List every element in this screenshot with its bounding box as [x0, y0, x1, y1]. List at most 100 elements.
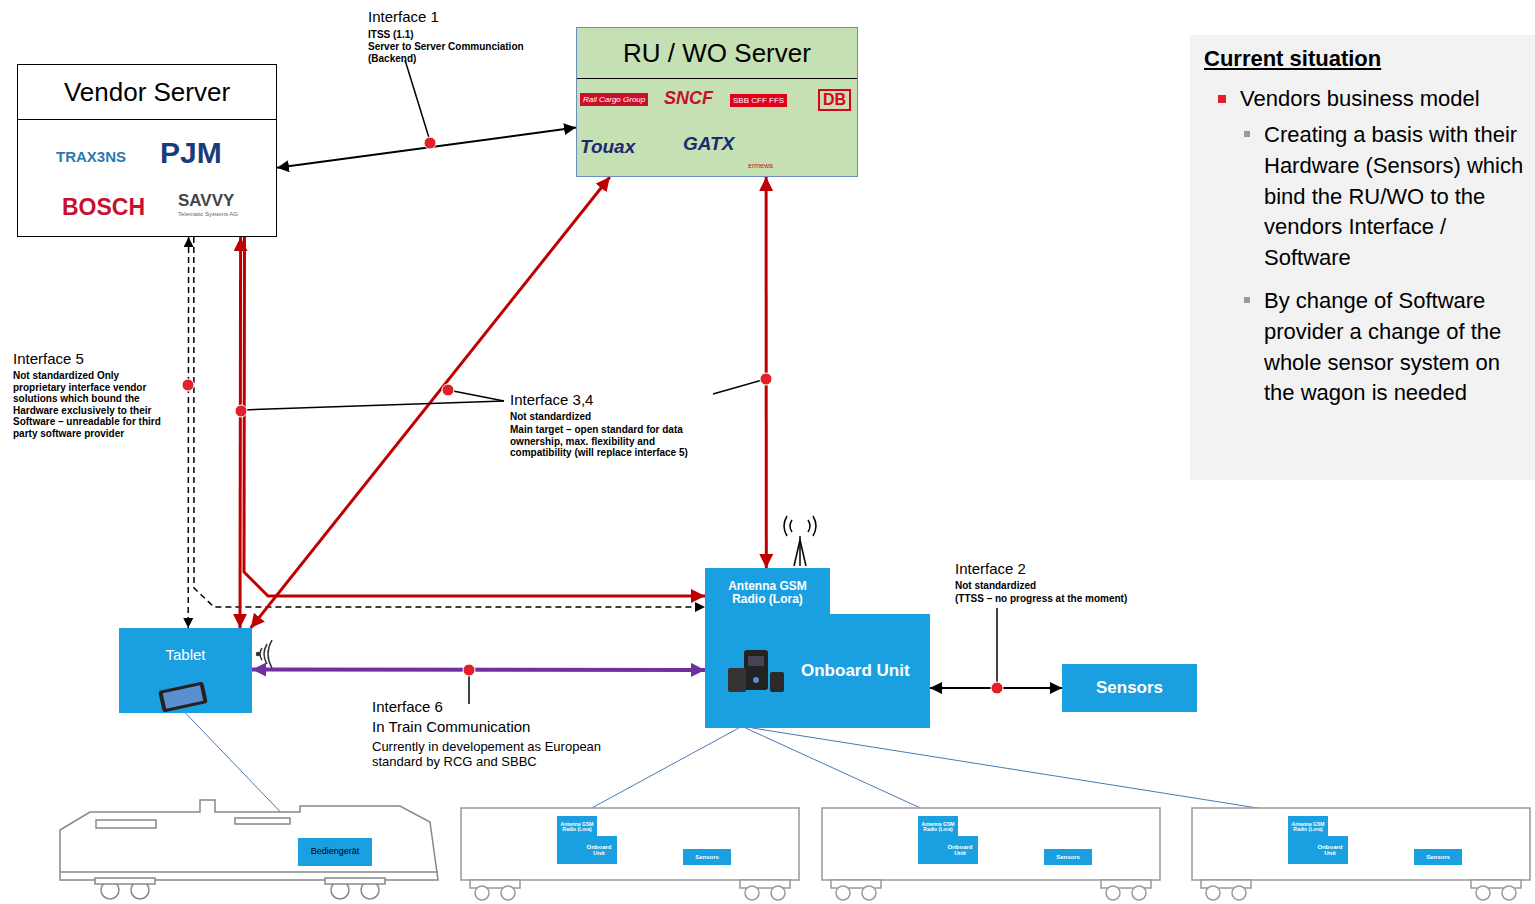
box-text: Sensors: [1415, 854, 1461, 860]
box-text: Onboard Unit: [583, 844, 615, 857]
interface-callout: Interface 3,4: [510, 391, 593, 408]
interface-connector: [577, 728, 739, 816]
interface-dot-part: [991, 682, 1003, 694]
wifi-icon-part: [257, 653, 260, 656]
component-box: Antenna GSM Radio (Lora): [557, 816, 597, 838]
interface-connector: [765, 177, 768, 568]
interface-connector: [239, 237, 243, 628]
company-logo: ermewa: [748, 162, 773, 170]
company-logo: DB: [818, 89, 851, 111]
box-text: Antenna GSM Radio (Lora): [919, 822, 957, 833]
wagon-part: [1132, 886, 1146, 900]
interface-connector: [746, 728, 939, 816]
wifi-icon-part: [260, 648, 262, 660]
antenna-icon-part: [799, 536, 801, 566]
box-text: Sensors: [684, 854, 730, 860]
wagon-part: [836, 886, 850, 900]
locomotive-part: [95, 878, 155, 884]
interface-callout: (TTSS – no progress at the moment): [955, 593, 1127, 605]
wifi-icon-part: [264, 644, 267, 664]
locomotive-part: [96, 820, 156, 828]
tablet-icon-part: [158, 681, 208, 712]
antenna-icon-part: [790, 520, 792, 532]
component-box: Sensors: [1044, 849, 1092, 865]
wagon-part: [1232, 886, 1246, 900]
component-box: Sensors: [1062, 664, 1197, 712]
box-text: Vendors business model: [1240, 85, 1529, 113]
company-logo: BOSCH: [62, 194, 145, 220]
leader-line-part: [468, 673, 470, 704]
box-text: Vendor Server: [18, 65, 276, 120]
interface-dot-part: [235, 405, 247, 417]
interface-dot-part: [760, 373, 772, 385]
interface-callout: Server to Server Communciation (Backend): [368, 41, 553, 64]
antenna-icon-part: [813, 516, 816, 536]
box-text: By change of Software provider a change …: [1264, 286, 1529, 409]
tablet-icon-part: [163, 685, 203, 709]
company-logo: PJM: [160, 136, 222, 171]
locomotive-part: [60, 800, 438, 880]
leader-line-part: [243, 401, 504, 410]
interface-connector: [252, 668, 705, 672]
interface-connector: [244, 237, 705, 596]
wagon-part: [771, 886, 785, 900]
box-text: Current situation: [1204, 45, 1529, 73]
antenna-icon: [784, 516, 816, 566]
wagon-part: [1476, 886, 1490, 900]
antenna-icon-part: [808, 520, 810, 532]
company-logo: SBB CFF FFS: [730, 94, 787, 107]
info-panel: Current situationVendors business modelC…: [1190, 35, 1535, 480]
interface-connector: [187, 237, 189, 628]
wagon-part: [822, 808, 1160, 880]
leader-line-part: [713, 379, 766, 394]
component-box: Onboard Unit: [557, 836, 617, 864]
bullet-square: [1244, 131, 1250, 137]
wagon-part: [501, 886, 515, 900]
bullet-row: Vendors business model: [1240, 85, 1529, 113]
box-text: Tablet: [123, 646, 248, 665]
interface-callout: In Train Communication: [372, 718, 530, 735]
bullet-row: By change of Software provider a change …: [1264, 286, 1529, 409]
leader-line-part: [448, 390, 504, 401]
device-icon: [728, 650, 784, 692]
device-icon-part: [728, 668, 746, 692]
company-logo: TRAX3NS: [56, 148, 126, 165]
tablet-icon: [158, 681, 208, 712]
company-logo: Telematic Systems AG: [178, 211, 238, 218]
wagon-part: [1502, 886, 1516, 900]
interface-connector: [194, 237, 705, 607]
antenna-icon-part: [784, 516, 787, 536]
company-logo: Touax: [580, 136, 635, 158]
box-text: Onboard Unit: [1314, 844, 1346, 857]
wagon: [461, 808, 1530, 900]
box-text: RU / WO Server: [577, 28, 857, 79]
component-box: Tablet: [119, 628, 252, 713]
interface-callout: Not standardized: [510, 411, 591, 423]
interface-connector: [752, 728, 1308, 816]
interface-callout: Main target – open standard for data own…: [510, 424, 705, 459]
wagon-part: [1206, 886, 1220, 900]
leader-line-part: [996, 608, 998, 686]
box-text: Onboard Unit: [801, 660, 920, 681]
bullet-square: [1218, 95, 1226, 103]
box-text: Creating a basis with their Hardware (Se…: [1264, 120, 1529, 274]
locomotive: [60, 800, 438, 899]
device-icon-part: [744, 650, 768, 690]
interface-callout: Interface 5: [13, 350, 84, 367]
component-box: Antenna GSM Radio (Lora): [918, 816, 958, 838]
interface-callout: Interface 1: [368, 8, 439, 25]
antenna-icon-part: [794, 540, 800, 566]
device-icon-part: [748, 656, 764, 666]
component-box: Onboard Unit: [1288, 836, 1348, 864]
box-text: Bediengerät: [298, 846, 372, 857]
interface-dot-part: [463, 664, 475, 676]
wagon-part: [1106, 886, 1120, 900]
locomotive-part: [235, 818, 290, 824]
component-box: Sensors: [683, 849, 731, 865]
interface-dot-part: [442, 384, 454, 396]
device-icon-part: [753, 677, 759, 683]
interface-dot-part: [182, 379, 194, 391]
box-text: Sensors: [1045, 854, 1091, 860]
interface-dot: [182, 137, 1003, 694]
company-logo: GATX: [683, 133, 734, 155]
